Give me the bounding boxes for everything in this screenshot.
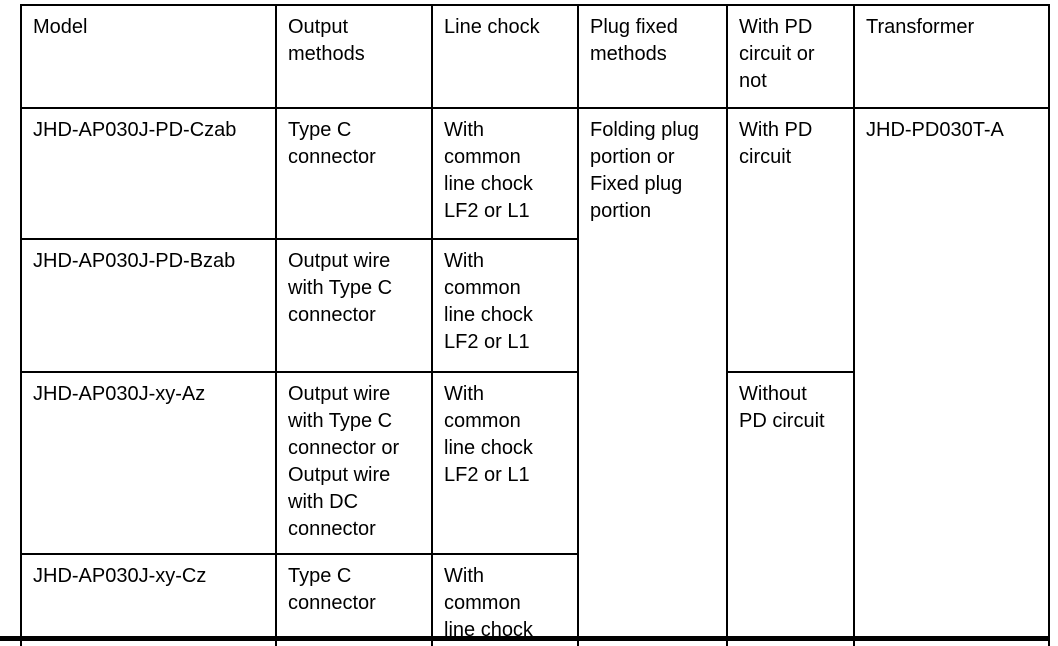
table-row: JHD-AP030J-PD-Czab Type C connector With… [20, 107, 1050, 646]
cell-output-methods: Type C connector [275, 553, 433, 646]
cell-transformer: JHD-PD030T-A [853, 107, 1050, 646]
cell-model: JHD-AP030J-PD-Czab [20, 107, 277, 240]
cell-output-methods: Type C connector [275, 107, 433, 240]
header-row: Model Output methods Line chock Plug fix… [20, 4, 1050, 109]
spec-table: Model Output methods Line chock Plug fix… [20, 4, 1050, 646]
cell-line-chock: With common line chock LF2 or L1 [431, 238, 579, 373]
cell-model: JHD-AP030J-xy-Cz [20, 553, 277, 646]
cell-model: JHD-AP030J-xy-Az [20, 371, 277, 555]
column-header-line-chock: Line chock [431, 4, 579, 109]
cell-line-chock: With common line chock LF2 or L1 [431, 371, 579, 555]
column-header-output-methods: Output methods [275, 4, 433, 109]
cell-output-methods: Output wire with Type C connector or Out… [275, 371, 433, 555]
column-header-plug-fixed-methods: Plug fixed methods [577, 4, 728, 109]
column-header-model: Model [20, 4, 277, 109]
column-header-pd-circuit: With PD circuit or not [726, 4, 855, 109]
cell-output-methods: Output wire with Type C connector [275, 238, 433, 373]
table-row: JHD-AP030J-PD-Bzab Output wire with Type… [20, 238, 1049, 373]
column-header-transformer: Transformer [853, 4, 1050, 109]
table-row: JHD-AP030J-xy-Cz Type C connector With c… [20, 553, 1049, 646]
cell-model: JHD-AP030J-PD-Bzab [20, 238, 277, 373]
cell-plug-fixed-methods: Folding plug portion or Fixed plug porti… [577, 107, 728, 646]
page-bottom-rule [0, 636, 1048, 641]
table-row: JHD-AP030J-xy-Az Output wire with Type C… [20, 371, 1049, 646]
cell-without-pd-circuit: Without PD circuit [726, 371, 855, 646]
cell-line-chock: With common line chock LF2 or L1 [431, 553, 579, 646]
cell-with-pd-circuit: With PD circuit [726, 107, 855, 373]
cell-line-chock: With common line chock LF2 or L1 [431, 107, 579, 240]
